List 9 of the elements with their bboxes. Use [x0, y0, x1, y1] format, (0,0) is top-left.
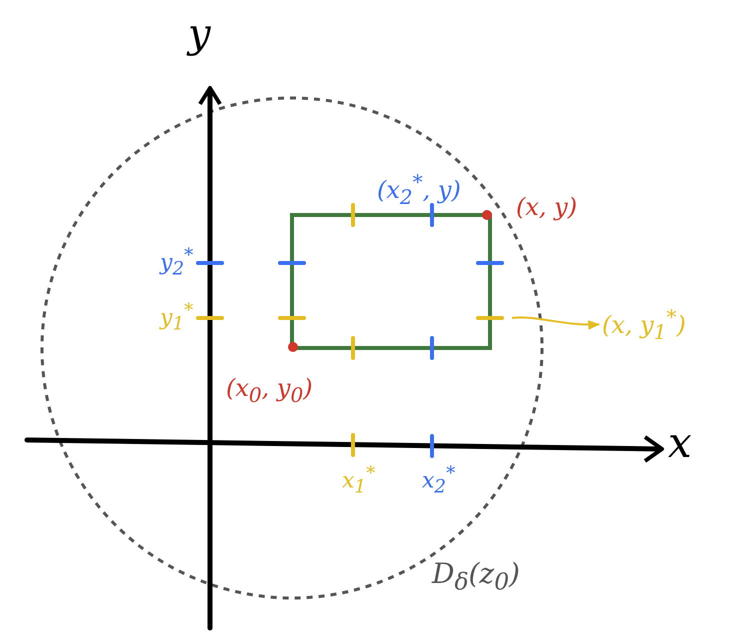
tick-mark: [476, 316, 504, 320]
math-label: y: [188, 14, 211, 54]
point-label: (x, y$_{1}$$^{*}$): [602, 307, 686, 342]
math-label: (x$_{2}$$^{*}$, y): [377, 172, 461, 207]
math-label: (x$_{0}$, y$_{0}$): [226, 376, 313, 405]
math-label: x: [668, 422, 692, 464]
leader-arrow: [512, 316, 600, 330]
math-label: D$_{δ}$(z$_{0}$): [432, 560, 520, 594]
math-label: (x, y): [516, 195, 578, 219]
